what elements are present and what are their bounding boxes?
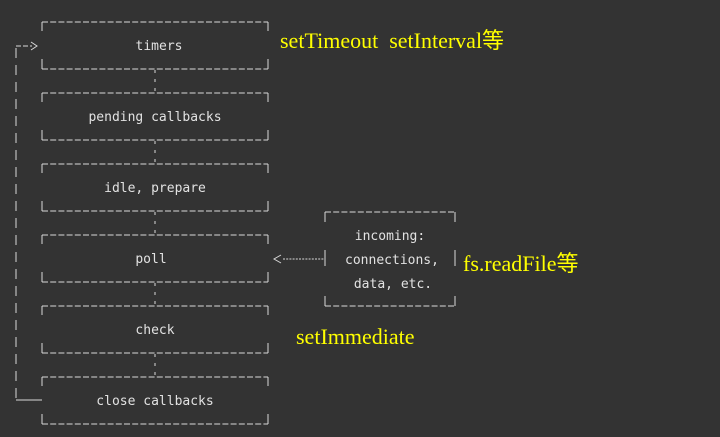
loop-back-arrow bbox=[15, 41, 42, 401]
phase-label-poll: poll bbox=[135, 252, 166, 267]
incoming-line-2: connections, bbox=[345, 253, 439, 268]
annotation-check: setImmediate bbox=[296, 324, 415, 349]
incoming-line-3: data, etc. bbox=[354, 277, 432, 292]
annotation-timers: setTimeout setInterval等 bbox=[280, 28, 504, 53]
incoming-to-poll-arrow bbox=[272, 254, 324, 264]
phase-box-pending-callbacks: pending callbacks bbox=[41, 92, 269, 141]
phase-label-timers: timers bbox=[136, 39, 183, 54]
phase-label-pending-callbacks: pending callbacks bbox=[88, 110, 221, 125]
incoming-line-1: incoming: bbox=[355, 229, 425, 244]
phase-box-idle-prepare: idle, prepare bbox=[41, 163, 269, 212]
incoming-box: incoming: connections, data, etc. bbox=[324, 211, 456, 307]
phase-box-timers: timers bbox=[41, 21, 269, 70]
phase-box-poll: poll bbox=[41, 234, 269, 283]
phase-box-close-callbacks: close callbacks bbox=[41, 376, 269, 425]
phase-box-check: check bbox=[41, 305, 269, 354]
phase-label-close-callbacks: close callbacks bbox=[96, 394, 213, 409]
phase-label-check: check bbox=[135, 323, 174, 338]
annotation-poll: fs.readFile等 bbox=[463, 251, 578, 276]
phase-label-idle-prepare: idle, prepare bbox=[104, 181, 206, 196]
